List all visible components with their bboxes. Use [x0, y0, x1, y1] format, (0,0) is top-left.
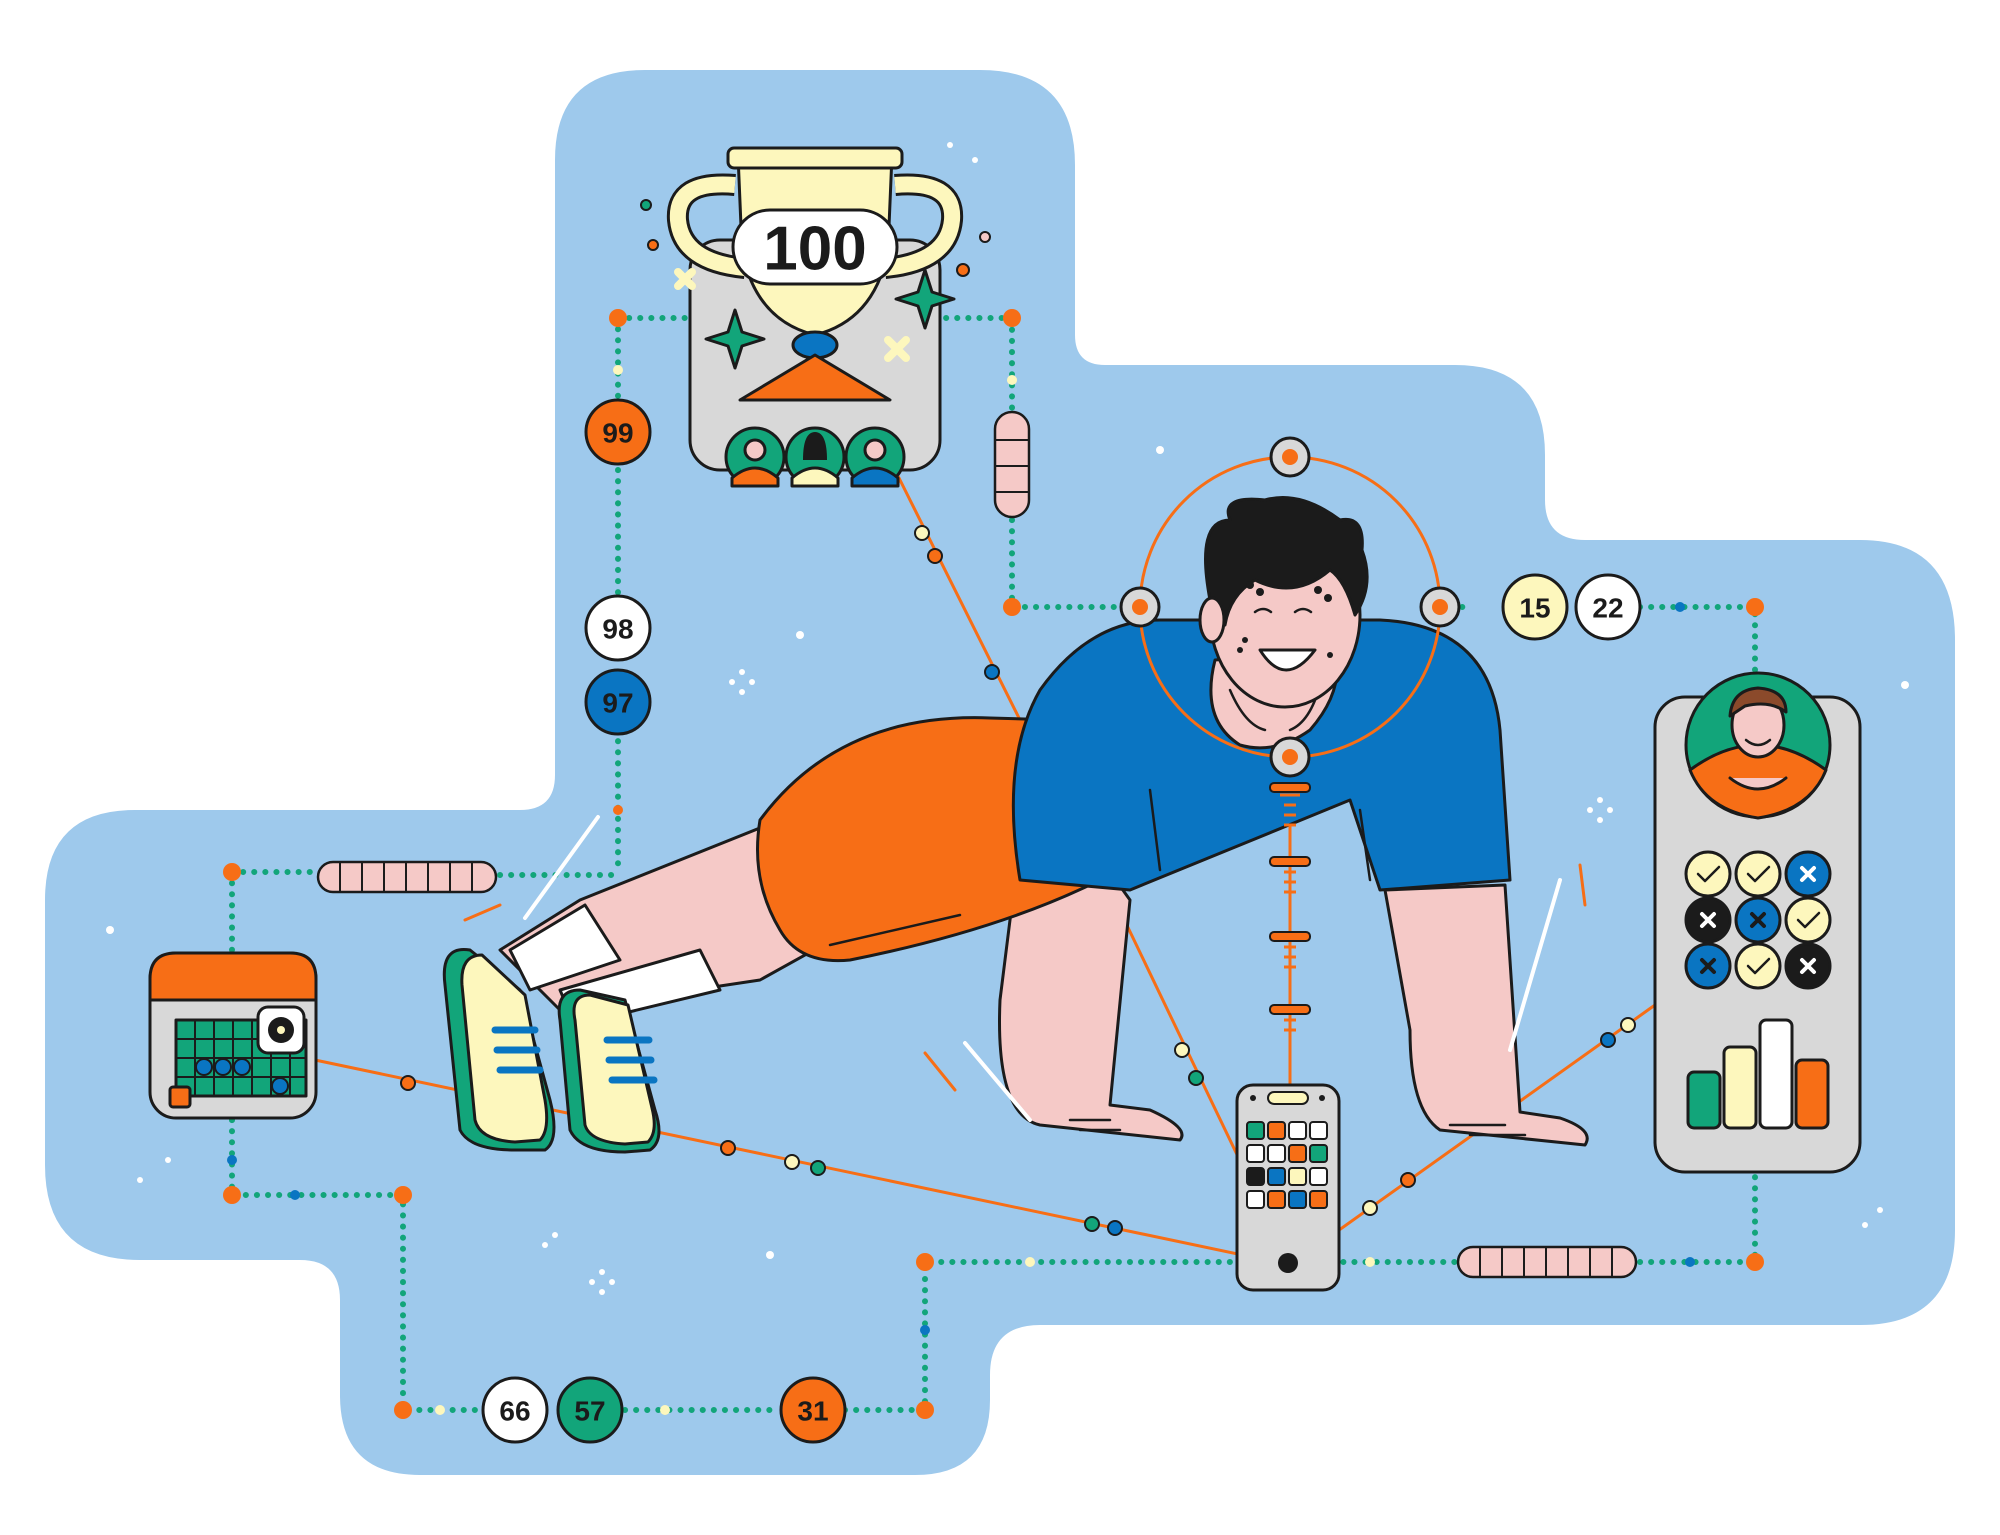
number-15: 15	[1519, 593, 1550, 624]
motion-ticks	[463, 863, 1587, 1092]
profile-card-icon	[1653, 671, 1862, 1174]
tracking-dots	[400, 525, 1636, 1236]
number-66: 66	[499, 1396, 530, 1427]
number-31: 31	[797, 1396, 828, 1427]
phone-icon	[1235, 1083, 1341, 1292]
top-right-number-bubbles: 15 22	[1501, 573, 1642, 641]
sparkle-stars	[640, 199, 991, 370]
calendar-icon	[148, 951, 318, 1120]
connector-dots	[223, 309, 1764, 1419]
motion-lines	[523, 815, 1562, 1122]
bottom-number-bubbles: 66 57 31	[481, 1376, 847, 1444]
number-22: 22	[1592, 593, 1623, 624]
trophy-icon: 100	[666, 146, 964, 402]
leaderboard-avatars	[724, 426, 906, 488]
face-tracking-ring	[1119, 436, 1461, 1032]
number-97: 97	[602, 688, 633, 719]
left-number-bubbles: 99 98 97	[584, 398, 652, 736]
number-99: 99	[602, 418, 633, 449]
trophy-card: 100	[640, 146, 991, 488]
number-98: 98	[602, 614, 633, 645]
sparkles	[106, 142, 1909, 1333]
number-57: 57	[574, 1396, 605, 1427]
trophy-score: 100	[763, 215, 866, 284]
check-grid	[1684, 850, 1832, 990]
pill-chain-notches	[339, 439, 1613, 1277]
bar-chart-icon	[1686, 1018, 1830, 1130]
